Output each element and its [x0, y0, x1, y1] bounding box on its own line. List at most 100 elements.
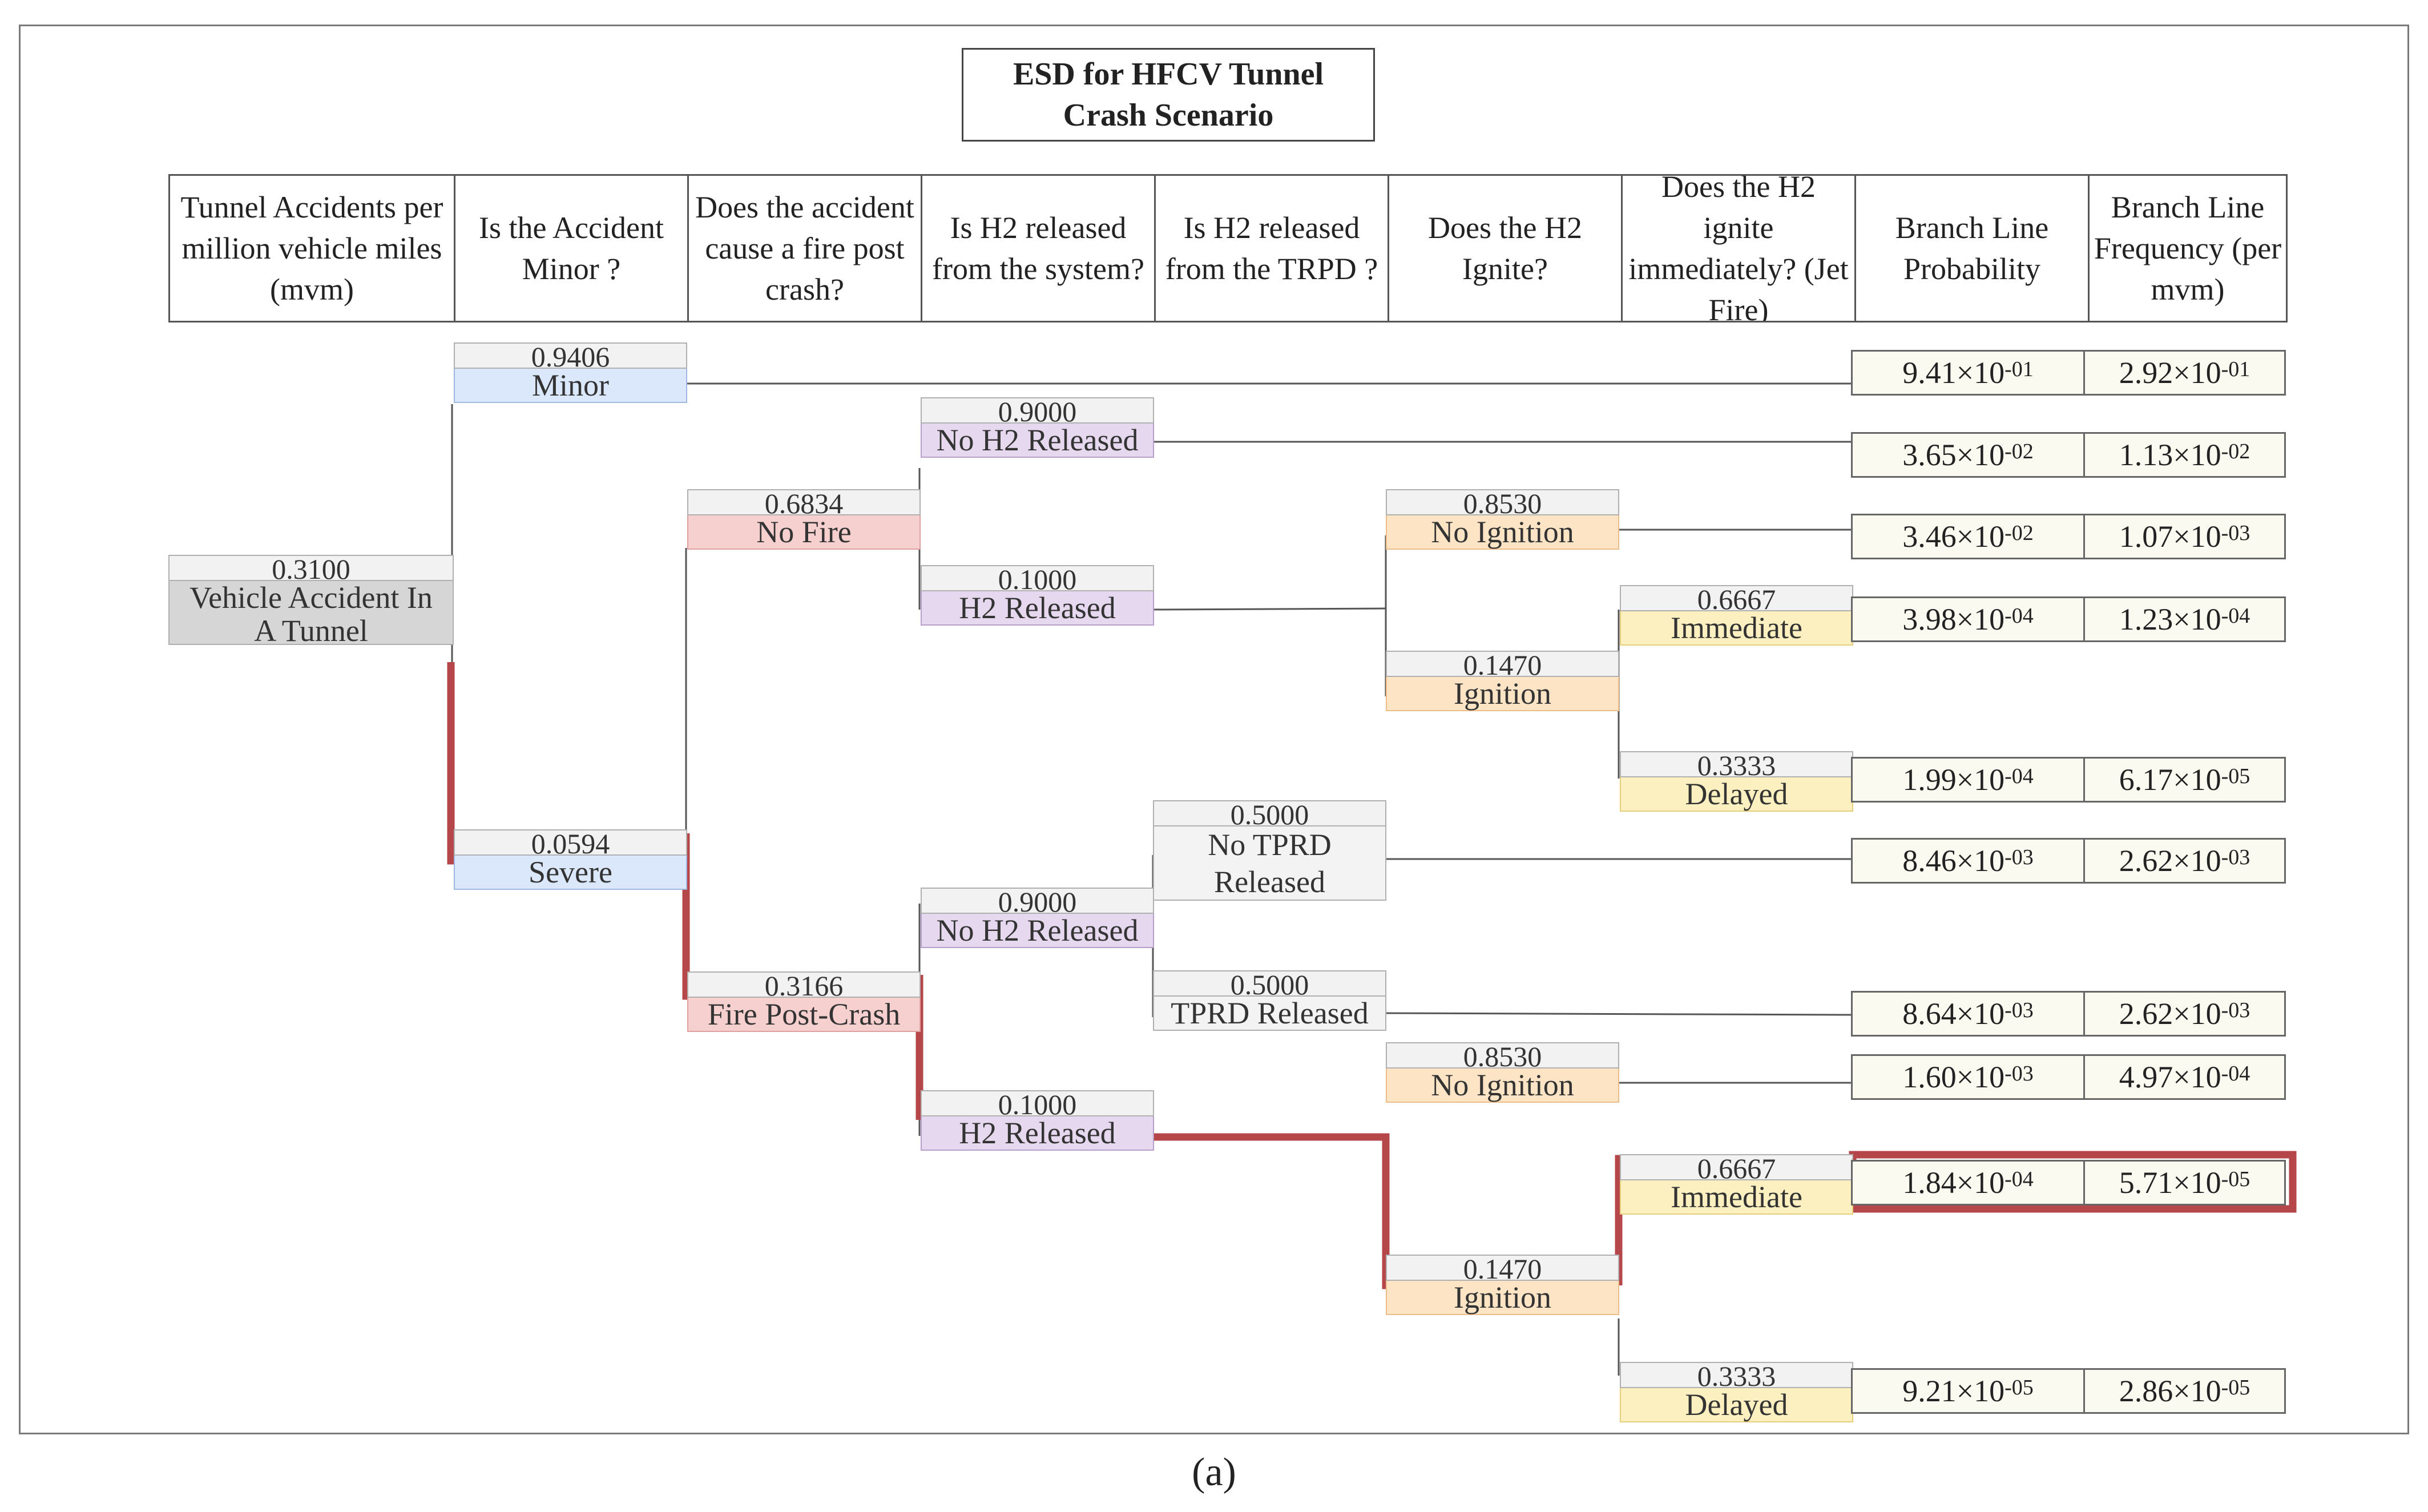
branch-frequency-cell-exponent: -04	[2221, 1062, 2250, 1086]
node-probability: 0.8530	[1386, 489, 1619, 515]
branch-frequency-cell-mantissa: 1.07	[2119, 519, 2173, 554]
branch-frequency-cell: 1.07×10-03	[2083, 514, 2286, 559]
node-f-delayed: 0.3333 Delayed	[1620, 1362, 1853, 1422]
branch-probability-cell-exponent: -02	[2004, 521, 2034, 545]
times-ten-sign: ×10	[2173, 763, 2221, 797]
node-nf-delayed: 0.3333 Delayed	[1620, 751, 1853, 812]
branch-probability-cell-mantissa: 8.46	[1902, 844, 1957, 878]
times-ten-sign: ×10	[1956, 519, 2005, 554]
branch-probability-cell: 9.21×10-05	[1851, 1368, 2085, 1414]
times-ten-sign: ×10	[2173, 438, 2221, 472]
branch-probability-cell-mantissa: 3.46	[1902, 519, 1957, 554]
branch-frequency-cell-mantissa: 1.23	[2119, 602, 2173, 636]
branch-probability-cell-exponent: -03	[2004, 1062, 2034, 1086]
header-fire-post-crash: Does the accident cause a fire post cras…	[687, 174, 922, 322]
node-no-fire: 0.6834 No Fire	[687, 489, 921, 550]
node-label: Severe	[454, 856, 687, 890]
node-nf-h2-released: 0.1000 H2 Released	[921, 565, 1154, 626]
node-probability: 0.1470	[1386, 1255, 1619, 1281]
diagram-title: ESD for HFCV Tunnel Crash Scenario	[962, 48, 1375, 142]
branch-frequency-cell-mantissa: 2.86	[2119, 1374, 2173, 1408]
times-ten-sign: ×10	[1956, 438, 2005, 472]
node-no-tprd-released: 0.5000 No TPRD Released	[1153, 800, 1386, 901]
node-label: Ignition	[1386, 1281, 1619, 1315]
times-ten-sign: ×10	[2173, 519, 2221, 554]
times-ten-sign: ×10	[2173, 1374, 2221, 1408]
node-label: No Ignition	[1386, 515, 1619, 550]
times-ten-sign: ×10	[1956, 844, 2005, 878]
node-probability: 0.3333	[1620, 1362, 1853, 1388]
branch-probability-cell: 1.84×10-04	[1851, 1160, 2085, 1205]
node-nf-ignition: 0.1470 Ignition	[1386, 651, 1619, 711]
times-ten-sign: ×10	[2173, 602, 2221, 636]
node-label: Delayed	[1620, 1388, 1853, 1422]
branch-probability-cell-exponent: -02	[2004, 440, 2034, 463]
node-probability: 0.8530	[1386, 1042, 1619, 1069]
branch-frequency-cell: 2.86×10-05	[2083, 1368, 2286, 1414]
branch-frequency-cell: 4.97×10-04	[2083, 1054, 2286, 1100]
node-probability: 0.1470	[1386, 651, 1619, 677]
times-ten-sign: ×10	[1956, 602, 2005, 636]
node-label: Ignition	[1386, 677, 1619, 711]
node-nf-immediate: 0.6667 Immediate	[1620, 585, 1853, 646]
times-ten-sign: ×10	[1956, 356, 2005, 390]
branch-probability-cell-exponent: -04	[2004, 1167, 2034, 1191]
node-label: No H2 Released	[921, 424, 1154, 458]
branch-frequency-cell-exponent: -03	[2221, 845, 2250, 869]
node-vehicle-accident: 0.3100 Vehicle Accident In A Tunnel	[168, 555, 454, 647]
branch-frequency-cell-mantissa: 6.17	[2119, 763, 2173, 797]
branch-probability-cell-exponent: -05	[2004, 1376, 2034, 1400]
times-ten-sign: ×10	[2173, 1166, 2221, 1200]
branch-probability-cell: 8.64×10-03	[1851, 991, 2085, 1037]
node-probability: 0.1000	[921, 565, 1154, 591]
branch-frequency-cell-exponent: -03	[2221, 521, 2250, 545]
branch-frequency-cell-mantissa: 2.62	[2119, 997, 2173, 1031]
figure-frame	[19, 25, 2409, 1434]
header-tunnel-accidents: Tunnel Accidents per million vehicle mil…	[168, 174, 455, 322]
node-minor: 0.9406 Minor	[454, 342, 687, 403]
branch-frequency-cell: 6.17×10-05	[2083, 757, 2286, 803]
times-ten-sign: ×10	[2173, 356, 2221, 390]
node-label: Immediate	[1620, 1180, 1853, 1215]
node-probability: 0.9000	[921, 397, 1154, 424]
branch-frequency-cell: 2.92×10-01	[2083, 350, 2286, 396]
branch-probability-cell: 3.65×10-02	[1851, 432, 2085, 478]
branch-frequency-cell-exponent: -05	[2221, 1376, 2250, 1400]
branch-probability-cell: 1.99×10-04	[1851, 757, 2085, 803]
branch-frequency-cell: 1.13×10-02	[2083, 432, 2286, 478]
header-h2-released-system: Is H2 released from the system?	[921, 174, 1156, 322]
node-label: No TPRD Released	[1153, 826, 1386, 901]
node-tprd-released: 0.5000 TPRD Released	[1153, 970, 1386, 1031]
times-ten-sign: ×10	[1956, 997, 2005, 1031]
branch-probability-cell-exponent: -03	[2004, 998, 2034, 1022]
node-probability: 0.6834	[687, 489, 921, 515]
header-branch-frequency: Branch Line Frequency (per mvm)	[2088, 174, 2288, 322]
node-probability: 0.3100	[168, 555, 454, 581]
branch-probability-cell: 3.98×10-04	[1851, 596, 2085, 642]
node-label: Immediate	[1620, 611, 1853, 646]
branch-frequency-cell-mantissa: 5.71	[2119, 1166, 2173, 1200]
node-nf-no-h2-released: 0.9000 No H2 Released	[921, 397, 1154, 458]
node-f-immediate: 0.6667 Immediate	[1620, 1154, 1853, 1215]
node-f-ignition: 0.1470 Ignition	[1386, 1255, 1619, 1315]
branch-probability-cell: 3.46×10-02	[1851, 514, 2085, 559]
times-ten-sign: ×10	[1956, 1166, 2005, 1200]
header-accident-minor: Is the Accident Minor ?	[454, 174, 689, 322]
node-label: H2 Released	[921, 591, 1154, 626]
node-label: Vehicle Accident In A Tunnel	[168, 581, 454, 647]
branch-frequency-cell-exponent: -03	[2221, 998, 2250, 1022]
node-label: Minor	[454, 369, 687, 403]
header-ignite-immediately: Does the H2 ignite immediately? (Jet Fir…	[1621, 174, 1856, 322]
node-f-no-h2-released: 0.9000 No H2 Released	[921, 888, 1154, 948]
branch-frequency-cell-exponent: -02	[2221, 440, 2250, 463]
branch-frequency-cell-exponent: -05	[2221, 1167, 2250, 1191]
node-probability: 0.1000	[921, 1090, 1154, 1116]
branch-probability-cell-mantissa: 1.60	[1902, 1060, 1957, 1094]
branch-probability-cell: 9.41×10-01	[1851, 350, 2085, 396]
node-probability: 0.3166	[687, 971, 921, 998]
branch-probability-cell-exponent: -03	[2004, 845, 2034, 869]
node-probability: 0.6667	[1620, 585, 1853, 611]
branch-frequency-cell-mantissa: 2.92	[2119, 356, 2173, 390]
branch-frequency-cell: 2.62×10-03	[2083, 838, 2286, 884]
branch-frequency-cell-exponent: -01	[2221, 357, 2250, 381]
